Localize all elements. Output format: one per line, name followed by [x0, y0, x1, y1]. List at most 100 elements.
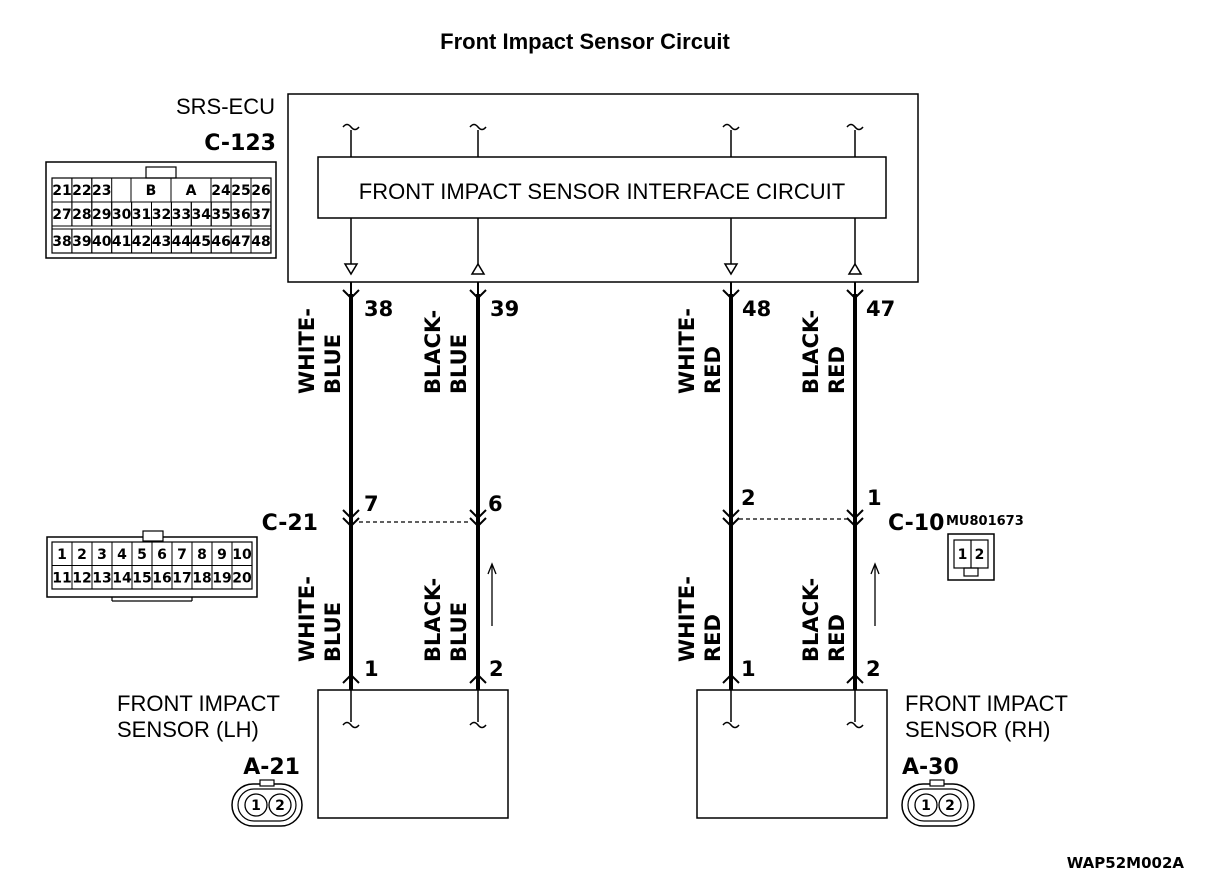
sensor-lh-name-line1: FRONT IMPACT [117, 691, 280, 716]
c-21-face-pin-9: 9 [217, 547, 227, 563]
c-21-face-pin-2: 2 [77, 547, 87, 563]
wire-color-bottom-0-a: WHITE- [295, 576, 319, 662]
c-21-face-pin-13: 13 [92, 570, 111, 586]
wire-color-bottom-3-a: BLACK- [799, 578, 823, 662]
sensor-lh-connector-code: A-21 [243, 755, 300, 780]
c-21-face-pin-15: 15 [132, 570, 151, 586]
c-123-face-pin-A: A [186, 183, 197, 199]
c-21-face-pin-11: 11 [52, 570, 71, 586]
ecu-pin-48: 48 [742, 297, 771, 321]
c-123-face-pin-46: 46 [211, 234, 230, 250]
c-123-face-pin-32: 32 [152, 207, 171, 223]
wire-color-bottom-1-b: BLUE [447, 602, 471, 662]
c-123-face-pin-31: 31 [132, 207, 151, 223]
c-10-part-number: MU801673 [946, 514, 1024, 529]
figure-id: WAP52M002A [1067, 854, 1185, 872]
sensor-rh-pin-2: 2 [866, 657, 881, 681]
a-30-connector-face: 1 2 [901, 779, 975, 827]
wire-color-bottom-3-b: RED [825, 614, 849, 662]
c-10-face-pin-2: 2 [975, 547, 985, 563]
c-123-face-pin-47: 47 [231, 234, 250, 250]
c-123-face-cell [250, 228, 272, 254]
c-21-face-pin-20: 20 [232, 570, 252, 586]
c-123-face-pin-25: 25 [231, 183, 250, 199]
ecu-internal-leads [342, 123, 864, 276]
c-123-face-pin-21: 21 [52, 183, 71, 199]
c-123-face-pin-43: 43 [152, 234, 171, 250]
c-123-face-pin-44: 44 [172, 234, 192, 250]
wire-color-top-0-a: WHITE- [295, 308, 319, 394]
c-123-face-pin-30: 30 [112, 207, 132, 223]
c-123-face-pin-41: 41 [112, 234, 131, 250]
c-21-connector-code: C-21 [262, 511, 318, 536]
sensor-lh-pin-1: 1 [364, 657, 379, 681]
c-123-face-pin-38: 38 [52, 234, 71, 250]
mid-pin-7: 7 [364, 492, 379, 516]
c-21-face-pin-4: 4 [117, 547, 127, 563]
ecu-pin-39: 39 [490, 297, 519, 321]
a-21-face-pin-1: 1 [251, 798, 261, 814]
c-123-face-pin-28: 28 [72, 207, 91, 223]
a-30-face-pin-1: 1 [921, 798, 931, 814]
c-10-connector-face: 1 2 [947, 533, 995, 581]
c-123-face-pin-27: 27 [52, 207, 71, 223]
wire-color-bottom-2-a: WHITE- [675, 576, 699, 662]
a-21-connector-face: 1 2 [231, 779, 303, 827]
c-123-face-pin-22: 22 [72, 183, 91, 199]
front-impact-sensor-lh: FRONT IMPACT SENSOR (LH) A-21 [117, 689, 509, 819]
interface-circuit-label: FRONT IMPACT SENSOR INTERFACE CIRCUIT [359, 179, 845, 204]
c-123-face-pin-37: 37 [251, 207, 270, 223]
ecu-pin-38: 38 [364, 297, 393, 321]
c-10-face-pin-1: 1 [958, 547, 968, 563]
c-21-face-pin-8: 8 [197, 547, 207, 563]
wire-color-top-0-b: BLUE [321, 334, 345, 394]
c-10-connector-code: C-10 [888, 511, 944, 536]
mid-pin-6: 6 [488, 492, 503, 516]
c-123-face-pin-24: 24 [211, 183, 231, 199]
c-21-face-pin-12: 12 [72, 570, 91, 586]
mid-pin-1: 1 [867, 486, 882, 510]
c-21-face-pin-3: 3 [97, 547, 107, 563]
c-123-face-pin-29: 29 [92, 207, 111, 223]
srs-ecu-label: SRS-ECU [176, 94, 275, 119]
c-21-face-pin-1: 1 [57, 547, 67, 563]
c-123-face-pin-40: 40 [92, 234, 112, 250]
c-21-face-pin-16: 16 [152, 570, 171, 586]
sensor-rh-name-line1: FRONT IMPACT [905, 691, 1068, 716]
ecu-pin-47: 47 [866, 297, 895, 321]
sensor-lh-pin-2: 2 [489, 657, 504, 681]
c-21-face-pin-6: 6 [157, 547, 167, 563]
c-21-face-pin-19: 19 [212, 570, 231, 586]
c-123-face-pin-42: 42 [132, 234, 151, 250]
c-123-face-pin-33: 33 [172, 207, 191, 223]
c-123-face-pin-48: 48 [251, 234, 270, 250]
wire-color-top-3-b: RED [825, 346, 849, 394]
front-impact-sensor-rh: FRONT IMPACT SENSOR (RH) A-30 [696, 689, 1068, 819]
c-123-face-pin-35: 35 [211, 207, 230, 223]
a-30-face-pin-2: 2 [945, 798, 955, 814]
c-21-face-pin-14: 14 [112, 570, 132, 586]
wire-color-top-2-b: RED [701, 346, 725, 394]
c-21-face-pin-10: 10 [232, 547, 252, 563]
wire-color-bottom-2-b: RED [701, 614, 725, 662]
sensor-lh-name-line2: SENSOR (LH) [117, 717, 259, 742]
mid-pin-2: 2 [741, 486, 756, 510]
sensor-rh-connector-code: A-30 [902, 755, 959, 780]
c-21-face-pin-18: 18 [192, 570, 211, 586]
wire-color-bottom-1-a: BLACK- [421, 578, 445, 662]
wire-color-top-2-a: WHITE- [675, 308, 699, 394]
sensor-rh-pin-1: 1 [741, 657, 756, 681]
interface-circuit-box [317, 156, 887, 219]
a-21-face-pin-2: 2 [275, 798, 285, 814]
wire-labels: 38 39 48 47 7 6 2 1 1 2 1 2 WHITE- BLUE … [295, 297, 895, 681]
c-123-face-cell [250, 201, 272, 227]
wire-color-top-1-b: BLUE [447, 334, 471, 394]
c-21-face-pin-17: 17 [172, 570, 191, 586]
c-123-face-pin-B: B [146, 183, 157, 199]
c-123-face-pin-39: 39 [72, 234, 91, 250]
wire-color-top-1-a: BLACK- [421, 310, 445, 394]
diagram-title: Front Impact Sensor Circuit [440, 29, 730, 54]
srs-ecu-connector-code: C-123 [204, 131, 276, 156]
